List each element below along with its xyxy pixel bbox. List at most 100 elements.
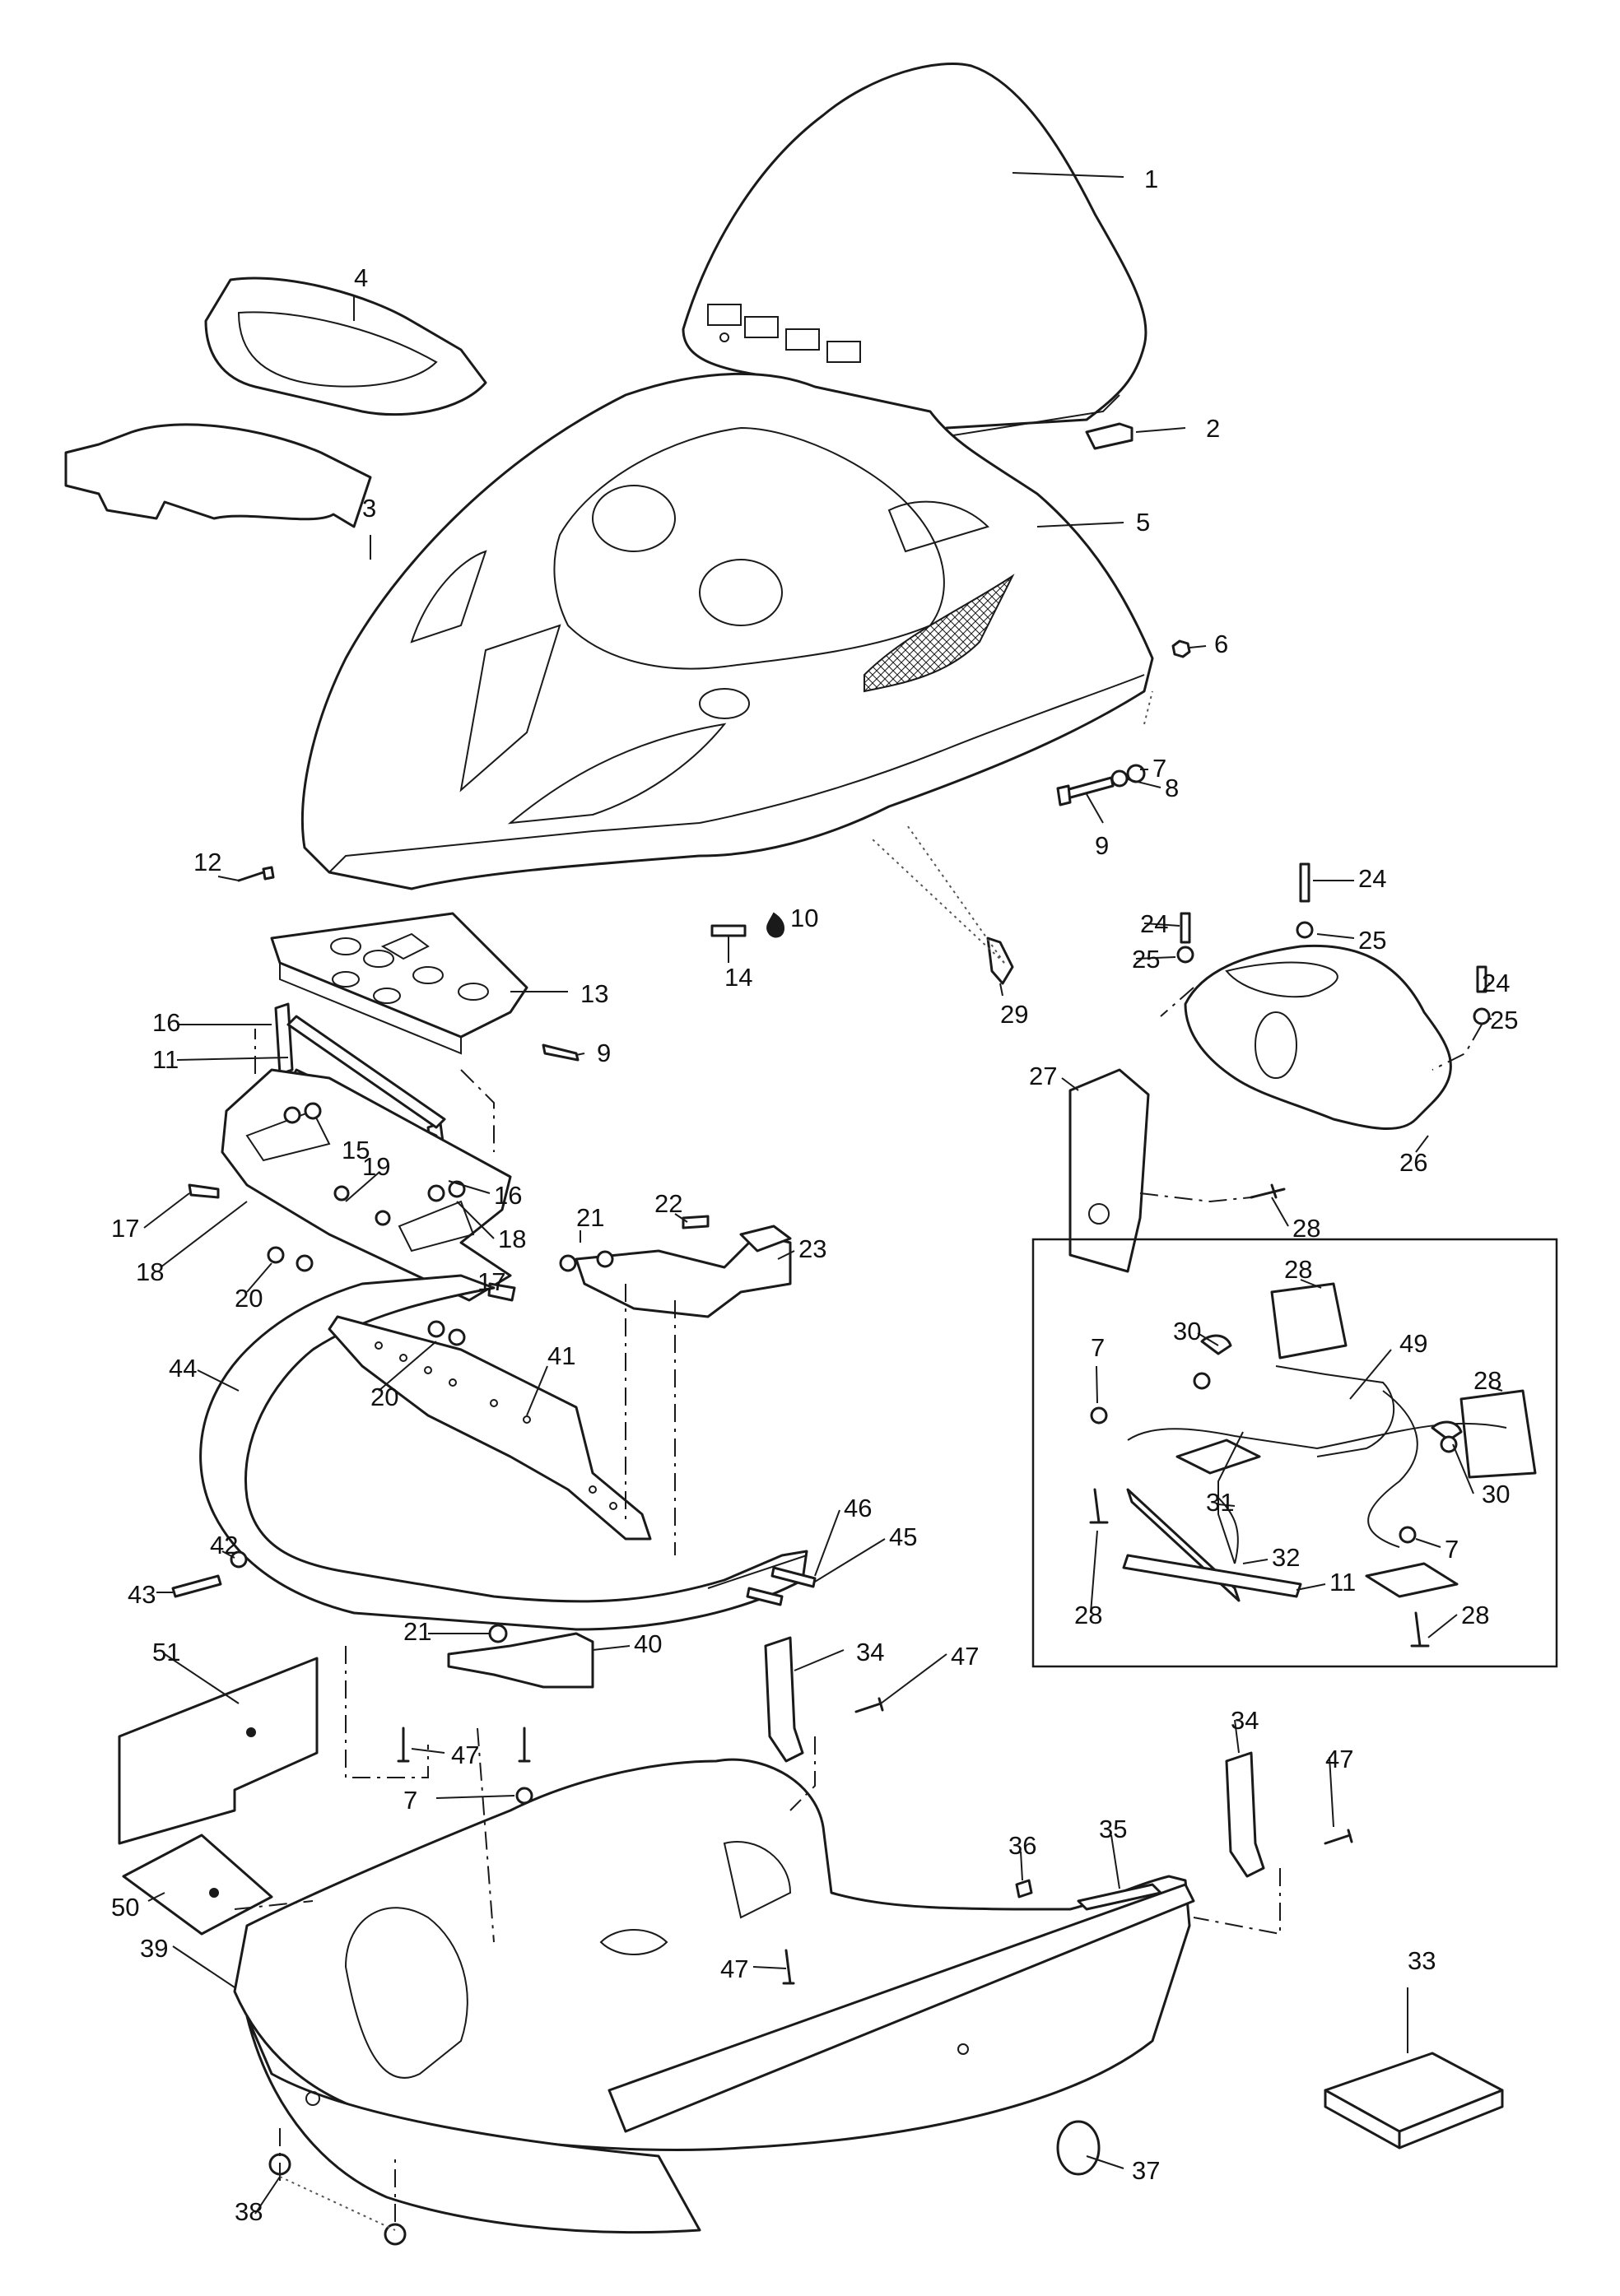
- callout-number: 25: [1358, 926, 1386, 955]
- leader-line: [1143, 923, 1180, 927]
- leader-line: [378, 1341, 437, 1392]
- callout-c12: 12: [193, 848, 240, 881]
- callout-number: 23: [798, 1234, 826, 1263]
- callout-c24b: 24: [1140, 909, 1180, 938]
- leader-line: [1316, 933, 1355, 939]
- callout-c19: 19: [345, 1152, 390, 1202]
- callout-c10: 10: [790, 904, 818, 932]
- leader-line: [197, 1369, 240, 1392]
- callout-number: 11: [152, 1045, 179, 1074]
- callout-c15: 15: [342, 1136, 370, 1164]
- callout-number: 40: [634, 1629, 662, 1658]
- callout-c40: 40: [592, 1629, 662, 1658]
- callout-number: 27: [1029, 1062, 1057, 1090]
- callout-c46: 46: [814, 1494, 872, 1577]
- callout-number: 26: [1399, 1148, 1427, 1177]
- bumper-plate: [1077, 1883, 1162, 1911]
- callout-c8: 8: [1127, 774, 1179, 802]
- callout-number: 24: [1482, 969, 1510, 997]
- callout-c4: 4: [353, 263, 368, 321]
- callout-number: 28: [1284, 1255, 1312, 1284]
- leader-line: [1452, 1443, 1474, 1494]
- leader-line: [448, 1180, 491, 1194]
- callout-number: 3: [362, 494, 376, 523]
- leader-line: [575, 1053, 585, 1056]
- rivet-7: [782, 1949, 795, 1985]
- callout-number: 16: [494, 1181, 522, 1210]
- callout-c32: 32: [1242, 1543, 1300, 1572]
- leader-line: [164, 1653, 240, 1704]
- callout-c17a: 17: [111, 1192, 190, 1243]
- bolt-3: [171, 1574, 222, 1598]
- leader-line: [999, 983, 1003, 997]
- callout-c47b: 47: [880, 1642, 979, 1704]
- callout-c35: 35: [1099, 1815, 1127, 1889]
- callout-c21a: 21: [576, 1203, 604, 1243]
- callout-number: 12: [193, 848, 221, 876]
- callout-c7a: 7: [1140, 754, 1166, 783]
- leader-line: [814, 1538, 886, 1583]
- callout-number: 7: [1152, 754, 1166, 783]
- callout-number: 38: [235, 2197, 263, 2226]
- callout-c28c: 28: [1473, 1366, 1503, 1395]
- callout-number: 35: [1099, 1815, 1127, 1843]
- callout-c17b: 17: [477, 1267, 505, 1296]
- inset-frame: [1031, 1238, 1558, 1668]
- callout-c20b: 20: [370, 1341, 437, 1411]
- leader-line: [1197, 1332, 1219, 1346]
- leader-line: [1489, 1386, 1503, 1392]
- callout-c30b: 30: [1452, 1443, 1510, 1508]
- grommet-2: [384, 2223, 407, 2246]
- leader-line: [456, 1201, 495, 1239]
- callout-c47d: 47: [720, 1954, 787, 1983]
- callout-number: 28: [1473, 1366, 1501, 1395]
- leader-line: [1110, 1834, 1120, 1889]
- callout-number: 10: [790, 904, 818, 932]
- leader-line: [526, 1365, 548, 1416]
- leader-line: [160, 1201, 248, 1268]
- callout-number: 24: [1140, 909, 1168, 938]
- callout-number: 17: [477, 1267, 505, 1296]
- crossbar: [328, 1315, 652, 1541]
- callout-number: 18: [136, 1257, 164, 1286]
- callout-c2: 2: [1135, 414, 1220, 443]
- leader-line: [777, 1250, 795, 1260]
- callout-c31: 31: [1206, 1488, 1236, 1517]
- bolt-5: [746, 1587, 784, 1606]
- callout-c6: 6: [1189, 630, 1228, 658]
- console: [1184, 944, 1452, 1130]
- callout-c50: 50: [111, 1892, 165, 1922]
- callout-c21b: 21: [403, 1617, 490, 1646]
- callout-c27: 27: [1029, 1062, 1079, 1091]
- callout-number: 6: [1214, 630, 1228, 658]
- mounting-plate: [188, 1068, 516, 1346]
- leader-line: [435, 1795, 515, 1799]
- callout-c5: 5: [1036, 508, 1150, 537]
- screw-1: [1299, 862, 1310, 903]
- washer-4: [1176, 946, 1194, 964]
- callout-number: 47: [720, 1954, 748, 1983]
- callout-number: 45: [889, 1522, 917, 1551]
- bolt-4: [770, 1566, 817, 1588]
- leader-line: [176, 1057, 289, 1061]
- callout-number: 17: [111, 1214, 139, 1243]
- callout-c34a: 34: [794, 1638, 884, 1671]
- callout-c36: 36: [1008, 1831, 1036, 1881]
- leader-line: [592, 1645, 631, 1651]
- callout-c16b: 16: [448, 1180, 522, 1210]
- screw-4: [1015, 1879, 1033, 1899]
- lower-panel: [64, 423, 372, 528]
- callout-c18b: 18: [456, 1201, 526, 1253]
- callout-number: 32: [1272, 1543, 1300, 1572]
- callout-c14: 14: [724, 936, 752, 992]
- leader-line: [814, 1509, 840, 1577]
- callout-c41: 41: [526, 1341, 575, 1416]
- callout-c7b: 7: [403, 1786, 515, 1815]
- callout-number: 44: [169, 1354, 197, 1383]
- washer-5: [1473, 1007, 1491, 1025]
- leader-line: [147, 1892, 165, 1902]
- callout-number: 14: [724, 963, 752, 992]
- callout-c18a: 18: [136, 1201, 248, 1286]
